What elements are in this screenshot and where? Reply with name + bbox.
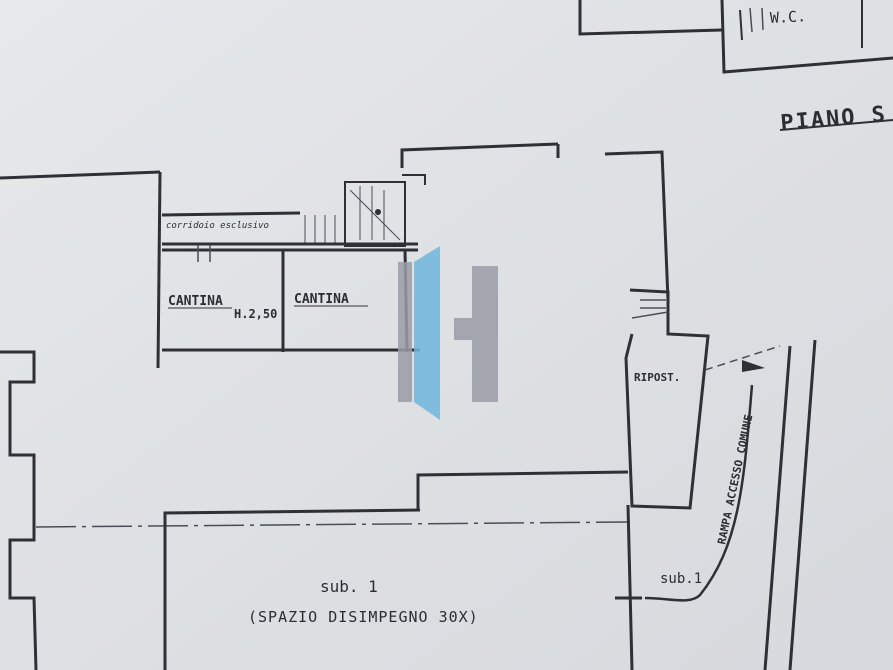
height-label: H.2,50 [234, 307, 277, 321]
logo-gray-bar [454, 318, 474, 340]
corridor: corridoio esclusivo [161, 211, 418, 246]
logo-gray-post-left [398, 262, 412, 402]
wc-block: W.C. [578, 0, 893, 74]
ramp-arrow [742, 360, 765, 372]
logo-blue-shape [414, 246, 440, 420]
lower-walls [35, 470, 642, 670]
cantine: CANTINA H.2,50 CANTINA [162, 245, 420, 353]
cantina-right-label: CANTINA [294, 292, 349, 307]
wc-label: W.C. [770, 7, 807, 27]
ripostiglio: RIPOST. [624, 288, 710, 510]
floor-label-underline [779, 119, 893, 131]
left-walls [0, 350, 38, 670]
corridor-label: corridoio esclusivo [166, 221, 269, 231]
space-label: (SPAZIO DISIMPEGNO 30X) [248, 608, 479, 626]
cantina-left-label: CANTINA [168, 294, 223, 309]
sub-main-label: sub. 1 [320, 577, 378, 596]
stair-arrow-dot [375, 209, 381, 215]
stair [304, 181, 406, 247]
sub-right-label: sub.1 [660, 571, 702, 587]
watermark-logo [398, 246, 498, 420]
ripost-label: RIPOST. [634, 371, 680, 384]
logo-gray-post-right [472, 266, 498, 402]
upper-walls [0, 142, 670, 369]
